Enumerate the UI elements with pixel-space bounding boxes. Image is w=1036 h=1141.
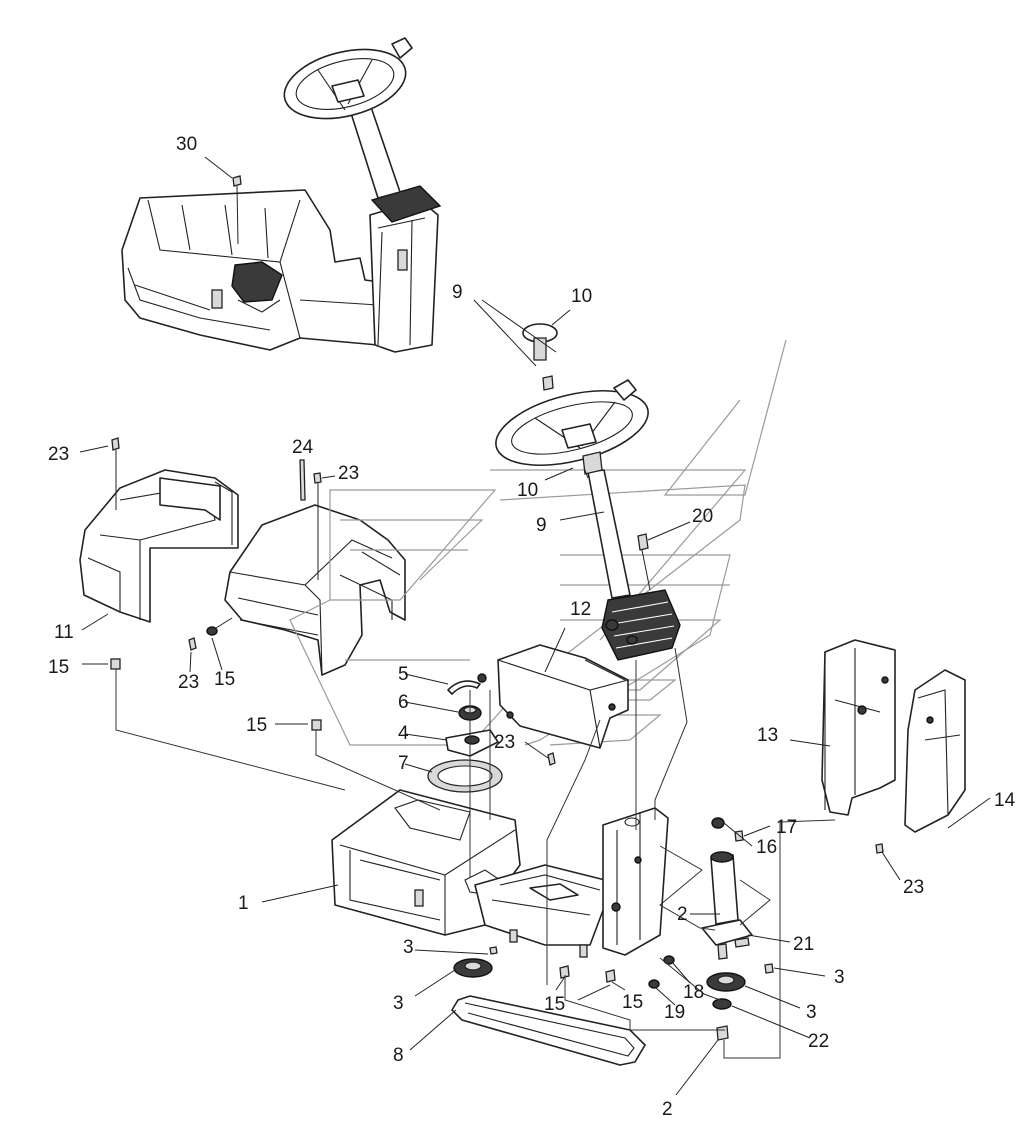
callout-2: 2 xyxy=(662,1099,673,1120)
callout-9: 9 xyxy=(536,515,547,536)
callout-23: 23 xyxy=(903,877,924,898)
callout-23: 23 xyxy=(178,672,199,693)
frame-part-1 xyxy=(331,789,669,958)
spindle-group xyxy=(648,817,836,1059)
callout-10: 10 xyxy=(571,286,592,307)
callout-15: 15 xyxy=(246,715,267,736)
callout-7: 7 xyxy=(398,753,409,774)
callout-20: 20 xyxy=(692,506,713,527)
callout-13: 13 xyxy=(757,725,778,746)
leader-lines xyxy=(79,156,991,1096)
cover-part-11 xyxy=(79,437,346,791)
callout-10: 10 xyxy=(517,480,538,501)
callout-15: 15 xyxy=(622,992,643,1013)
callout-3: 3 xyxy=(393,993,404,1014)
callout-21: 21 xyxy=(793,934,814,955)
callout-12: 12 xyxy=(570,599,591,620)
callout-14: 14 xyxy=(994,790,1016,811)
callout-23: 23 xyxy=(494,732,515,753)
callout-labels: 30 9 10 23 24 23 10 9 20 11 12 15 23 15 … xyxy=(48,134,1016,1120)
callout-19: 19 xyxy=(664,1002,685,1023)
callout-17: 17 xyxy=(776,817,797,838)
callout-24: 24 xyxy=(292,437,314,458)
callout-1: 1 xyxy=(238,893,249,914)
callout-8: 8 xyxy=(393,1045,404,1066)
assembled-view xyxy=(121,37,442,353)
callout-15: 15 xyxy=(214,669,235,690)
callout-6: 6 xyxy=(398,692,409,713)
callout-18: 18 xyxy=(683,982,704,1003)
cover-part-24 xyxy=(188,459,441,811)
bearing-stack xyxy=(427,673,503,878)
callout-3: 3 xyxy=(834,967,845,988)
callout-23: 23 xyxy=(338,463,359,484)
callout-22: 22 xyxy=(808,1031,829,1052)
callout-15: 15 xyxy=(48,657,69,678)
pulley-and-belt xyxy=(451,719,725,1066)
cover-part-12 xyxy=(497,644,629,766)
callout-11: 11 xyxy=(54,622,74,643)
steering-assembly xyxy=(495,323,688,830)
side-covers xyxy=(821,639,966,854)
callout-3: 3 xyxy=(806,1002,817,1023)
callout-9: 9 xyxy=(452,282,463,303)
callout-4: 4 xyxy=(398,723,409,744)
callout-3: 3 xyxy=(403,937,414,958)
callout-2: 2 xyxy=(677,904,688,925)
callout-30: 30 xyxy=(176,134,197,155)
callout-16: 16 xyxy=(756,837,777,858)
callout-23: 23 xyxy=(48,444,69,465)
callout-15: 15 xyxy=(544,994,565,1015)
callout-5: 5 xyxy=(398,664,409,685)
